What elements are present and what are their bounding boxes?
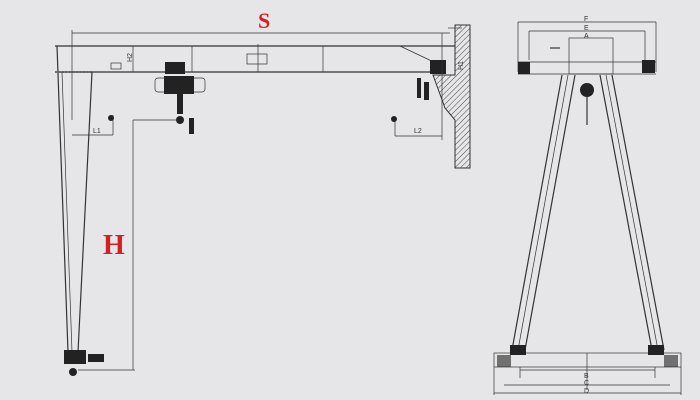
side-view: S H2 H — [55, 8, 471, 376]
c-label: C — [584, 380, 589, 387]
gantry-leg — [56, 45, 104, 376]
h2-label: H2 — [127, 53, 134, 62]
height-label: H — [103, 230, 125, 261]
h1-label: H1 — [458, 61, 465, 70]
base-beam — [493, 345, 682, 395]
main-girder — [55, 44, 455, 73]
electric-hoist — [154, 62, 206, 134]
span-label: S — [258, 8, 270, 33]
f-label: F — [584, 16, 588, 23]
l1-label: L1 — [93, 128, 101, 135]
a-frame-legs — [511, 74, 665, 351]
e-label: E — [584, 25, 589, 32]
b-label: B — [584, 373, 589, 380]
a-label: A — [584, 33, 589, 40]
d-label: D — [584, 388, 589, 395]
wall-support — [417, 24, 471, 169]
l2-label: L2 — [414, 128, 422, 135]
end-view: F E A — [493, 16, 682, 395]
